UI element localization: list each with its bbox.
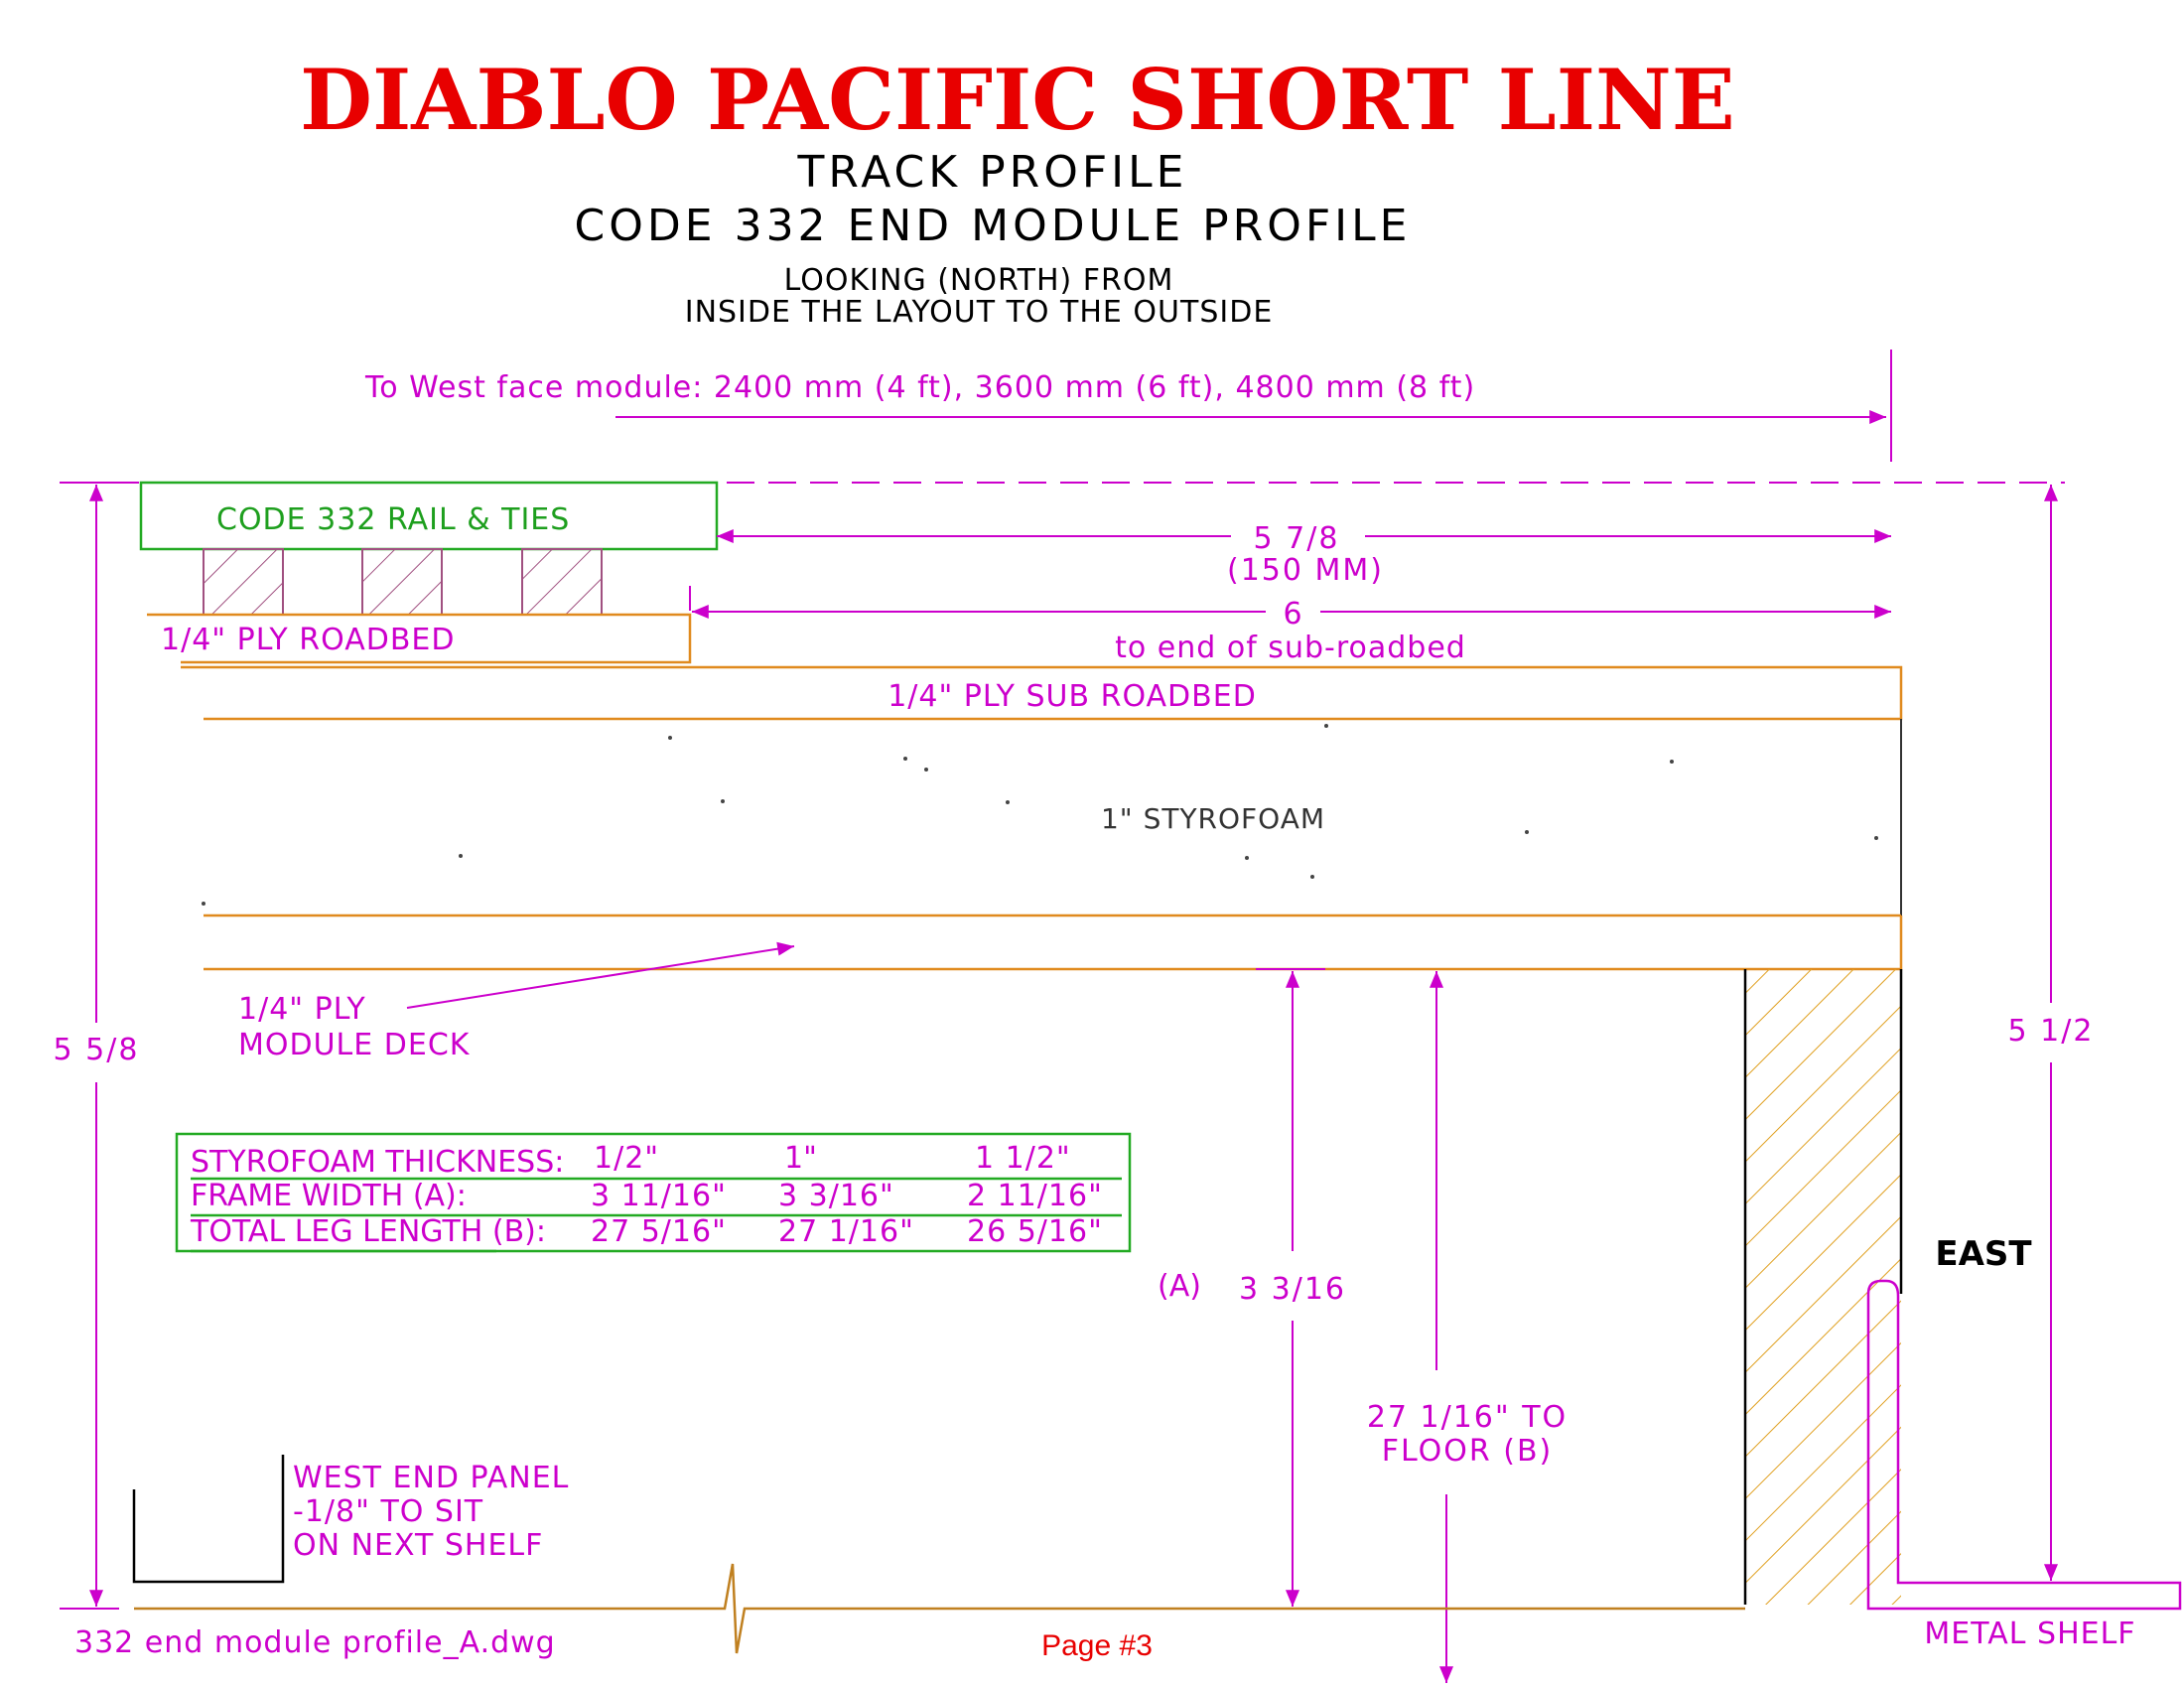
spec-table-frame xyxy=(175,1132,1132,1253)
table-r1-label: STYROFOAM THICKNESS: xyxy=(191,1145,564,1180)
footer-filename: 332 end module profile_A.dwg xyxy=(74,1625,556,1660)
table-r1-col1: 1/2" xyxy=(594,1141,659,1176)
drawing-subtitle-track-profile: TRACK PROFILE xyxy=(797,147,1188,198)
ply-roadbed-label: 1/4" PLY ROADBED xyxy=(161,623,456,657)
view-note-line2: INSIDE THE LAYOUT TO THE OUTSIDE xyxy=(685,295,1274,330)
table-r2-col2: 3 3/16" xyxy=(778,1179,894,1213)
dim-150mm-label: (150 MM) xyxy=(1227,553,1384,588)
spec-table: STYROFOAM THICKNESS: 1/2" 1" 1 1/2" FRAM… xyxy=(175,1132,1132,1253)
west-panel-line2: -1/8" TO SIT xyxy=(293,1494,483,1529)
metal-shelf-label: METAL SHELF xyxy=(1924,1617,2135,1651)
table-r3-col2: 27 1/16" xyxy=(778,1214,914,1249)
footer-page-number: Page #3 xyxy=(1041,1629,1153,1662)
ply-sub-roadbed-label: 1/4" PLY SUB ROADBED xyxy=(887,679,1257,714)
table-r1-col3: 1 1/2" xyxy=(975,1141,1071,1176)
floor-dim-label-line2: FLOOR (B) xyxy=(1382,1434,1554,1469)
table-r2-label: FRAME WIDTH (A): xyxy=(191,1179,467,1213)
drawing-subtitle-module-profile: CODE 332 END MODULE PROFILE xyxy=(575,201,1412,251)
ply-sub-roadbed xyxy=(181,665,1903,721)
east-label: EAST xyxy=(1935,1234,2032,1274)
ply-roadbed xyxy=(147,613,692,664)
deck-label-line1: 1/4" PLY xyxy=(238,992,366,1027)
dim-5-1-2-label: 5 1/2 xyxy=(2008,1014,2095,1049)
view-note-line1: LOOKING (NORTH) FROM xyxy=(784,263,1174,298)
west-end-panel xyxy=(132,1455,285,1584)
table-r2-col3: 2 11/16" xyxy=(967,1179,1103,1213)
tie-1 xyxy=(203,548,284,616)
west-face-note: To West face module: 2400 mm (4 ft), 360… xyxy=(364,370,1475,405)
metal-shelf-angle xyxy=(1866,1279,2182,1611)
dim-5-7-8-label: 5 7/8 xyxy=(1254,521,1340,556)
dim-6-sub-label: to end of sub-roadbed xyxy=(1115,631,1466,665)
dim-a-label: (A) xyxy=(1158,1269,1201,1304)
deck-leader-arrow xyxy=(406,941,795,1009)
frame-end-member xyxy=(1745,969,1901,1605)
lower-shelf-line xyxy=(134,1563,1745,1654)
rail-ties-label: CODE 332 RAIL & TIES xyxy=(216,502,570,537)
tie-2 xyxy=(361,548,443,616)
styrofoam-label: 1" STYROFOAM xyxy=(1101,802,1325,835)
table-r3-col3: 26 5/16" xyxy=(967,1214,1103,1249)
ply-module-deck xyxy=(204,915,1903,971)
table-r3-label: TOTAL LEG LENGTH (B): xyxy=(190,1214,546,1249)
table-r1-col2: 1" xyxy=(784,1141,817,1176)
drawing-title: DIABLO PACIFIC SHORT LINE xyxy=(300,51,1735,149)
tie-3 xyxy=(521,548,603,616)
floor-dim-label-line1: 27 1/16" TO xyxy=(1367,1400,1568,1435)
dim-3-3-16-label: 3 3/16 xyxy=(1239,1272,1346,1307)
west-panel-line3: ON NEXT SHELF xyxy=(293,1528,543,1563)
dim-6-label: 6 xyxy=(1283,597,1301,632)
table-r3-col1: 27 5/16" xyxy=(591,1214,727,1249)
dim-5-5-8-label: 5 5/8 xyxy=(54,1033,140,1067)
deck-label-line2: MODULE DECK xyxy=(238,1028,471,1062)
west-panel-line1: WEST END PANEL xyxy=(293,1461,569,1495)
styrofoam-texture-dots xyxy=(202,724,1878,906)
table-r2-col1: 3 11/16" xyxy=(591,1179,727,1213)
